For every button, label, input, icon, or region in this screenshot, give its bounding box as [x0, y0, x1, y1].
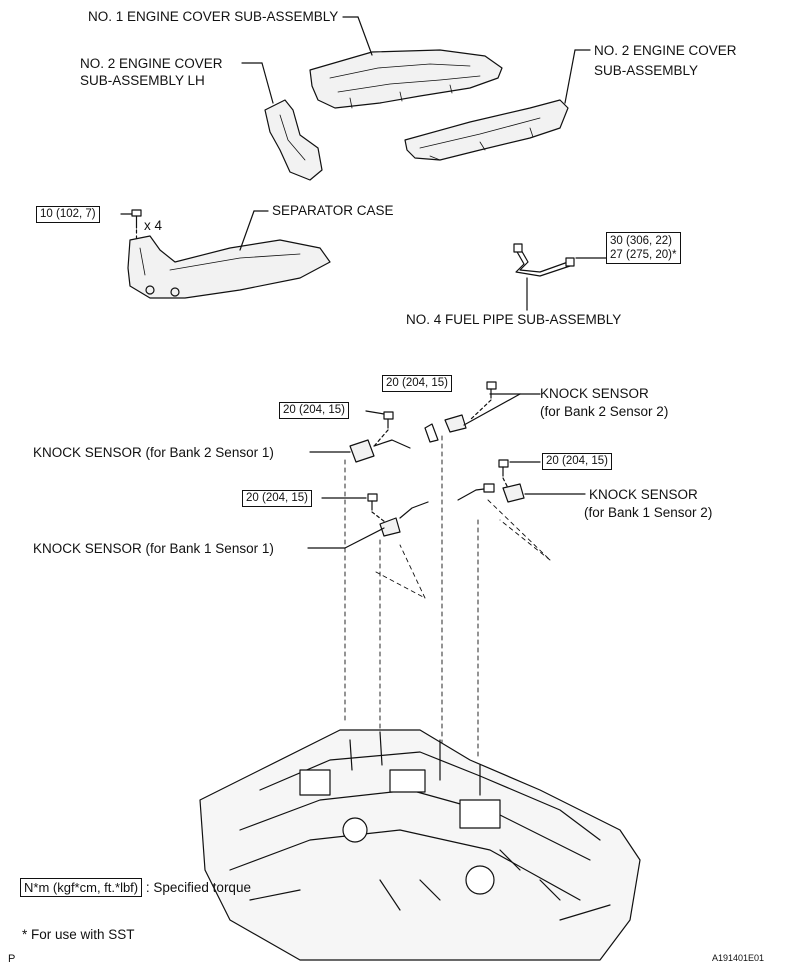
torque-legend-desc: : Specified torque [145, 880, 251, 895]
no4-fuel-pipe-part [513, 243, 575, 277]
label-knock-b1s1: KNOCK SENSOR (for Bank 1 Sensor 1) [33, 541, 274, 556]
corner-marker: P [8, 953, 16, 965]
no1-engine-cover-part [309, 49, 503, 109]
separator-case-part [127, 235, 331, 299]
torque-fuel-pipe-line2: 27 (275, 20)* [610, 249, 677, 261]
label-no2-engine-cover-lh-line2: SUB-ASSEMBLY LH [80, 73, 205, 88]
installation-guide-lines [344, 435, 551, 761]
torque-legend: N*m (kgf*cm, ft.*lbf) : Specified torque [20, 878, 251, 897]
label-knock-b1s2-line1: KNOCK SENSOR [589, 487, 698, 502]
label-knock-b1s2-line2: (for Bank 1 Sensor 2) [584, 505, 713, 520]
torque-fuel-pipe: 30 (306, 22) 27 (275, 20)* [606, 232, 681, 264]
torque-knock-b1s1: 20 (204, 15) [242, 490, 313, 507]
torque-knock-b2s2: 20 (204, 15) [382, 375, 453, 392]
no2-engine-cover-lh-part [264, 99, 323, 181]
label-no1-engine-cover: NO. 1 ENGINE COVER SUB-ASSEMBLY [88, 9, 339, 24]
torque-knock-b1s2: 20 (204, 15) [542, 453, 613, 470]
torque-legend-unit-box: N*m (kgf*cm, ft.*lbf) [20, 878, 143, 897]
knock-sensor-b1s2-part [457, 459, 525, 503]
separator-bolt [131, 209, 142, 239]
knock-sensor-b2s2-part [424, 381, 497, 443]
torque-knock-b2s1: 20 (204, 15) [279, 402, 350, 419]
torque-fuel-pipe-line1: 30 (306, 22) [610, 235, 673, 247]
label-knock-b2s2-line1: KNOCK SENSOR [540, 386, 649, 401]
knock-sensor-b2s1-part [349, 411, 411, 463]
label-knock-b2s2-line2: (for Bank 2 Sensor 2) [540, 404, 669, 419]
no2-engine-cover-part [404, 99, 569, 161]
label-separator-case: SEPARATOR CASE [272, 203, 394, 218]
figure-id: A191401E01 [712, 953, 765, 963]
label-no2-engine-cover-line1: NO. 2 ENGINE COVER [594, 43, 737, 58]
engine-block-part [199, 729, 641, 961]
label-bolt-count: x 4 [144, 218, 163, 233]
label-no2-engine-cover-lh-line1: NO. 2 ENGINE COVER [80, 56, 223, 71]
label-knock-b2s1: KNOCK SENSOR (for Bank 2 Sensor 1) [33, 445, 274, 460]
torque-separator-bolt: 10 (102, 7) [36, 206, 100, 223]
label-no4-fuel-pipe: NO. 4 FUEL PIPE SUB-ASSEMBLY [406, 312, 622, 327]
knock-sensor-b1s1-part [367, 493, 429, 537]
sst-note: * For use with SST [22, 927, 135, 942]
label-no2-engine-cover-line2: SUB-ASSEMBLY [594, 63, 699, 78]
